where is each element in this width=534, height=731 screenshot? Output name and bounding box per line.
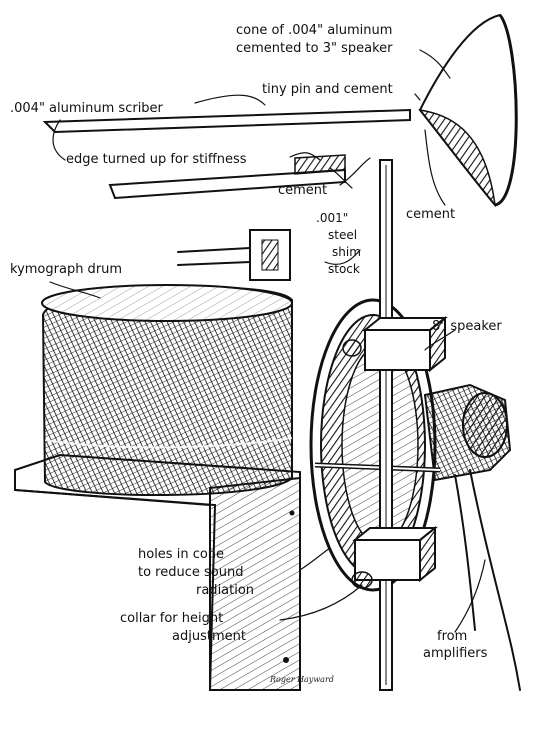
- label-shim-line3: shim: [332, 245, 361, 259]
- label-shim-line1: .001": [316, 211, 348, 225]
- label-kymograph-drum: kymograph drum: [10, 262, 122, 277]
- label-cement-mid: cement: [278, 183, 327, 198]
- scriber-arm: [42, 108, 411, 281]
- label-shim-line2: steel: [328, 228, 357, 242]
- label-holes-line2: to reduce sound: [138, 565, 243, 580]
- artist-signature: Roger Hayward: [269, 675, 334, 684]
- wooden-base-block: [14, 453, 301, 691]
- label-cement-right: cement: [406, 207, 455, 222]
- label-scriber: .004" aluminum scriber: [10, 101, 164, 116]
- label-tiny-pin: tiny pin and cement: [262, 82, 393, 97]
- three-inch-speaker-cone: [418, 13, 518, 208]
- label-holes-line3: radiation: [196, 583, 254, 598]
- label-cone-line1: cone of .004" aluminum: [236, 23, 392, 38]
- label-amplifiers: amplifiers: [423, 646, 488, 661]
- label-eight-inch-speaker: 8" speaker: [432, 319, 502, 334]
- label-shim-line4: stock: [328, 262, 360, 276]
- label-holes-line1: holes in cone: [138, 547, 224, 562]
- amplifier-cables: [454, 469, 521, 691]
- label-edge-turned-up: edge turned up for stiffness: [66, 152, 247, 167]
- label-collar-line1: collar for height: [120, 611, 223, 626]
- leader-lines: [49, 49, 486, 633]
- annotation-labels: cone of .004" aluminum cemented to 3" sp…: [10, 23, 502, 684]
- kymograph-drum: [41, 284, 293, 497]
- label-cone-line2: cemented to 3" speaker: [236, 41, 393, 56]
- label-from: from: [437, 629, 467, 644]
- vertical-support-rod: [342, 159, 448, 691]
- label-collar-line2: adjustment: [172, 629, 246, 644]
